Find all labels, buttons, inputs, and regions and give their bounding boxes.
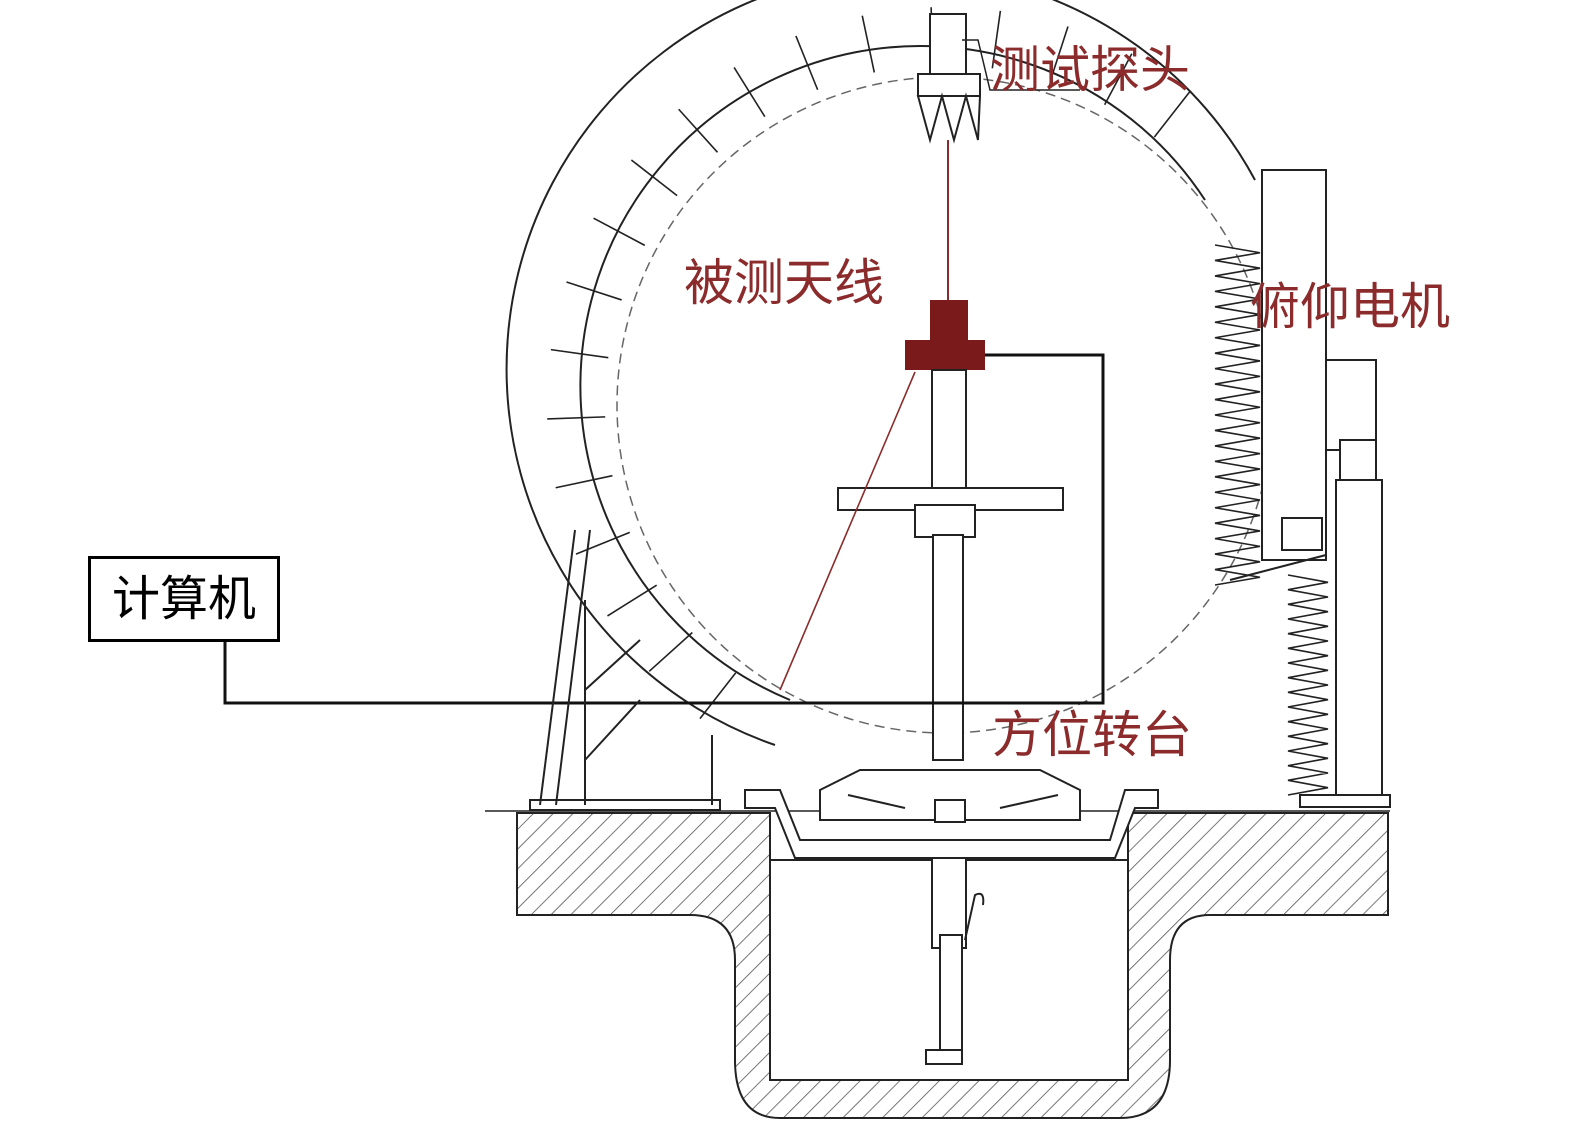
arch-segment [648, 631, 693, 672]
arch-segment [575, 531, 631, 555]
arch-segment [593, 217, 646, 247]
arch-segment [678, 108, 719, 153]
computer-box: 计算机 [88, 556, 280, 642]
azimuth-table-label: 方位转台 [992, 706, 1192, 764]
arch-segment [550, 348, 609, 359]
arch-segment [1153, 90, 1191, 138]
antenna-under-test [905, 300, 985, 370]
foundation-pit [516, 812, 1389, 1119]
antenna-under-test-label: 被测天线 [684, 254, 884, 312]
arch-segment [630, 159, 678, 197]
arch-segment [991, 10, 1002, 69]
arch-segment [555, 474, 613, 489]
left-support [529, 529, 721, 811]
arch-segment [566, 281, 622, 301]
support-column [837, 369, 1064, 761]
arch-segment [547, 416, 606, 420]
arch-segment [733, 67, 766, 118]
arch-segment [1049, 26, 1069, 82]
arch-segment [699, 672, 737, 720]
elevation-motor-label: 俯仰电机 [1250, 278, 1450, 336]
arch-segment [795, 35, 819, 91]
test-probe [916, 13, 982, 144]
probe-label: 测试探头 [990, 41, 1190, 99]
azimuth-turntable [744, 769, 1159, 859]
lower-shaft [925, 857, 985, 1065]
arch-segment [861, 15, 876, 73]
arch-segment [1103, 53, 1133, 106]
elevation-motor-assembly [1229, 169, 1391, 808]
computer-label: 计算机 [111, 571, 256, 627]
arch-segment [607, 584, 658, 617]
